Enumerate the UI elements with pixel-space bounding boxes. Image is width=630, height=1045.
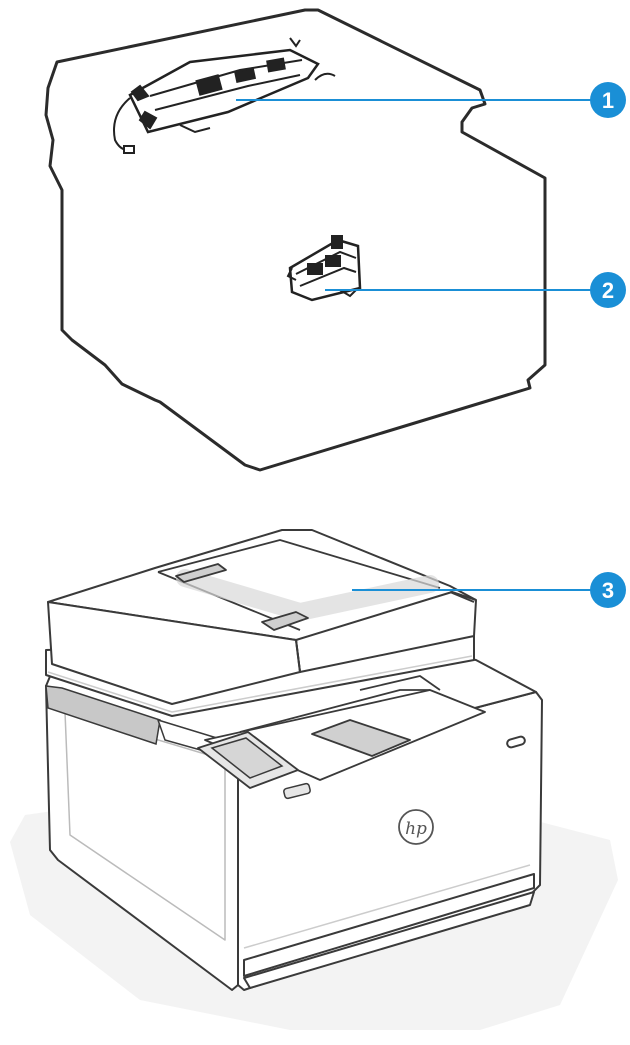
callout-2: 2 xyxy=(590,272,626,308)
callout-number-1: 1 xyxy=(602,88,614,113)
svg-text:hp: hp xyxy=(405,819,427,839)
callout-number-3: 3 xyxy=(602,578,614,603)
callout-number-2: 2 xyxy=(602,278,614,303)
callout-1: 1 xyxy=(590,82,626,118)
hp-logo: hp xyxy=(399,810,433,844)
callout-3: 3 xyxy=(590,572,626,608)
